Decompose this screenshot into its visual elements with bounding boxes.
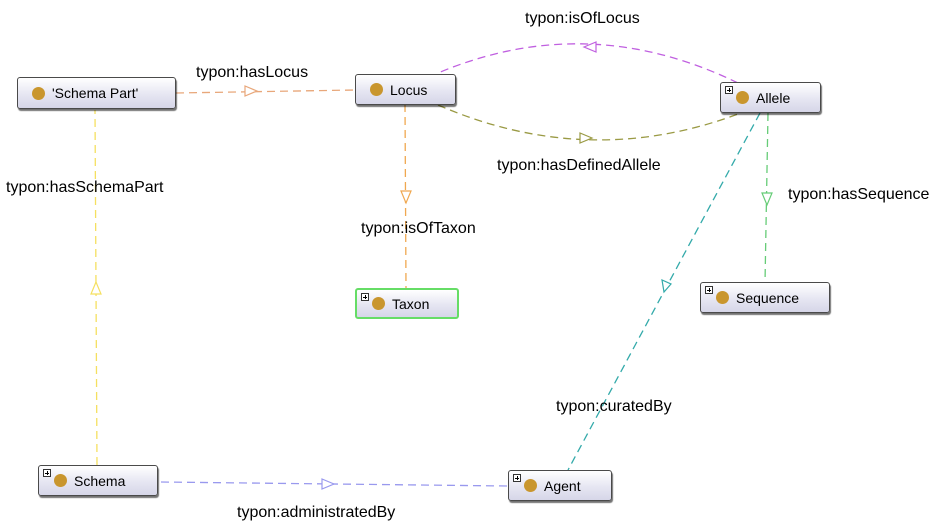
label-is-of-locus: typon:isOfLocus	[525, 10, 640, 27]
node-sequence[interactable]: Sequence	[700, 282, 830, 313]
label-curated-by: typon:curatedBy	[556, 398, 672, 415]
node-label: 'Schema Part'	[52, 85, 139, 101]
class-icon	[32, 86, 45, 100]
expand-icon[interactable]	[361, 293, 369, 301]
expand-icon[interactable]	[43, 469, 51, 477]
node-label: Locus	[390, 81, 428, 98]
edge-curated-by[interactable]	[567, 112, 761, 471]
class-icon	[736, 91, 749, 104]
class-icon	[372, 297, 385, 310]
node-allele[interactable]: Allele	[720, 82, 821, 113]
node-label: Allele	[756, 89, 791, 106]
node-agent[interactable]: Agent	[508, 470, 612, 501]
node-label: Schema	[74, 472, 126, 489]
edge-is-of-taxon[interactable]	[400, 103, 412, 289]
node-label: Sequence	[736, 289, 800, 306]
class-icon	[370, 83, 383, 96]
node-label: Agent	[544, 477, 581, 494]
class-icon	[716, 291, 729, 304]
edge-has-locus[interactable]	[175, 85, 357, 97]
edge-administrated-by[interactable]	[160, 478, 509, 490]
label-has-sequence: typon:hasSequence	[788, 186, 930, 203]
node-taxon[interactable]: Taxon	[355, 288, 459, 319]
node-schema[interactable]: Schema	[38, 465, 158, 496]
expand-icon[interactable]	[513, 474, 521, 482]
class-icon	[524, 479, 537, 492]
label-administrated-by: typon:administratedBy	[237, 504, 396, 521]
edge-has-sequence[interactable]	[761, 112, 773, 284]
node-label: Taxon	[392, 295, 430, 312]
edge-is-of-locus[interactable]	[437, 41, 739, 84]
label-is-of-taxon: typon:isOfTaxon	[361, 220, 476, 237]
expand-icon[interactable]	[705, 286, 713, 294]
label-has-defined-allele: typon:hasDefinedAllele	[497, 157, 661, 174]
label-has-locus: typon:hasLocus	[196, 64, 309, 81]
edge-has-schema-part[interactable]	[90, 109, 102, 466]
label-has-schema-part: typon:hasSchemaPart	[6, 179, 164, 196]
edge-has-defined-allele[interactable]	[437, 104, 739, 144]
expand-icon[interactable]	[725, 86, 733, 94]
node-locus[interactable]: Locus	[355, 74, 456, 105]
class-icon	[54, 474, 67, 487]
node-schema-part[interactable]: 'Schema Part'	[17, 77, 176, 109]
